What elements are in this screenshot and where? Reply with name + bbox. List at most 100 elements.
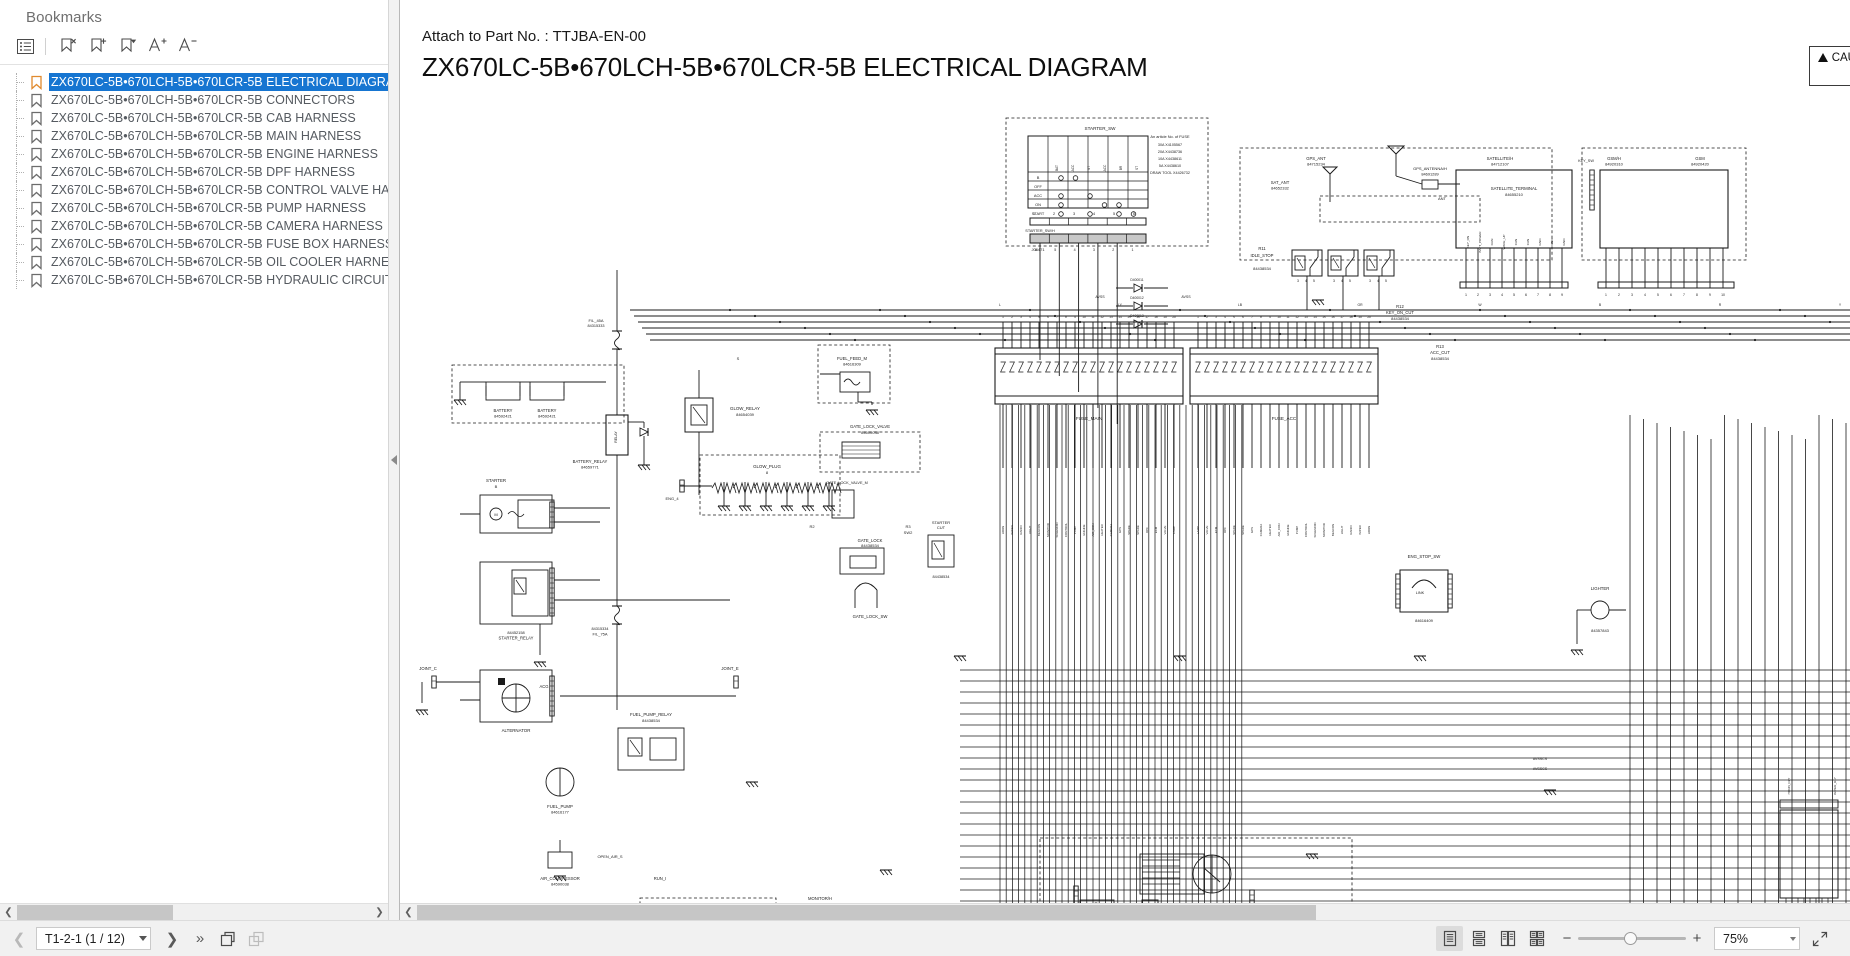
bookmark-item-label: ZX670LC-5B•670LCH-5B•670LCR-5B DPF HARNE… <box>51 165 356 179</box>
svg-text:START: START <box>1032 211 1045 216</box>
bookmark-item[interactable]: ZX670LC-5B•670LCH-5B•670LCR-5B CONTROL V… <box>0 181 388 199</box>
svg-text:HORN: HORN <box>1367 526 1371 535</box>
previous-page-button[interactable]: ❮ <box>12 930 26 948</box>
svg-text:WIPER_RLY: WIPER_RLY <box>1833 777 1837 795</box>
svg-text:84920420: 84920420 <box>1691 162 1710 167</box>
zoom-slider-knob[interactable] <box>1624 932 1637 945</box>
svg-text:84452158: 84452158 <box>507 630 524 635</box>
tile-window-icon[interactable] <box>243 926 269 952</box>
svg-text:DRAW TOOL X4426732: DRAW TOOL X4426732 <box>1150 171 1190 175</box>
tree-connector <box>12 199 28 217</box>
two-page-view-button[interactable] <box>1494 926 1521 951</box>
svg-text:WIPER: WIPER <box>1010 525 1014 534</box>
single-page-view-button[interactable] <box>1436 926 1463 951</box>
bookmark-item[interactable]: ZX670LC-5B•670LCH-5B•670LCR-5B DPF HARNE… <box>0 163 388 181</box>
zoom-slider[interactable] <box>1578 932 1686 945</box>
bookmarks-list[interactable]: ZX670LC-5B•670LCH-5B•670LCR-5B ELECTRICA… <box>0 65 388 903</box>
svg-text:10: 10 <box>1082 315 1086 319</box>
svg-text:GLOW_PLUG: GLOW_PLUG <box>753 464 781 469</box>
svg-text:84715234: 84715234 <box>1307 162 1326 167</box>
svg-text:1: 1 <box>1605 293 1607 297</box>
svg-text:ENG_STOP_SW: ENG_STOP_SW <box>1408 554 1442 559</box>
zoom-in-button[interactable]: + <box>1692 930 1702 947</box>
tree-connector <box>12 163 28 181</box>
bookmark-add-icon[interactable] <box>83 33 113 59</box>
svg-text:GR: GR <box>1357 303 1363 307</box>
svg-text:84655210: 84655210 <box>1505 192 1524 197</box>
page-selector-dropdown[interactable]: T1-2-1 (1 / 12) <box>36 927 151 950</box>
panel-collapse-handle[interactable] <box>389 0 400 920</box>
options-icon[interactable] <box>10 33 40 59</box>
svg-text:84600038: 84600038 <box>861 430 880 435</box>
svg-text:GATE_LOCK_VALVE: GATE_LOCK_VALVE <box>850 424 890 429</box>
font-increase-icon[interactable] <box>143 33 173 59</box>
bookmark-item[interactable]: ZX670LC-5B•670LCH-5B•670LCR-5B CAB HARNE… <box>0 109 388 127</box>
doc-scroll-thumb[interactable] <box>417 905 1316 920</box>
doc-scroll-left-icon[interactable]: ❮ <box>404 906 413 918</box>
svg-text:R: R <box>1719 303 1722 307</box>
bookmark-item[interactable]: ZX670LC-5B•670LCH-5B•670LCR-5B MAIN HARN… <box>0 127 388 145</box>
zoom-level-dropdown[interactable]: 75% <box>1714 927 1800 950</box>
svg-text:CONTROL: CONTROL <box>1064 523 1068 538</box>
tree-connector <box>12 181 28 199</box>
svg-text:ST: ST <box>1087 166 1091 170</box>
svg-text:3: 3 <box>1489 293 1491 297</box>
svg-text:FUEL_PUMP: FUEL_PUMP <box>547 804 573 809</box>
svg-text:ECM: ECM <box>1154 526 1158 533</box>
svg-text:13: 13 <box>1109 315 1113 319</box>
bookmark-item[interactable]: ZX670LC-5B•670LCH-5B•670LCR-5B HYDRAULIC… <box>0 271 388 289</box>
svg-text:D400012: D400012 <box>1130 296 1144 300</box>
svg-text:R2: R2 <box>809 524 815 529</box>
svg-text:PUMP: PUMP <box>1073 526 1077 534</box>
svg-text:7: 7 <box>1056 315 1058 319</box>
svg-text:15: 15 <box>1127 315 1131 319</box>
svg-text:84438534: 84438534 <box>861 543 880 548</box>
bookmark-item[interactable]: ZX670LC-5B•670LCH-5B•670LCR-5B ELECTRICA… <box>0 73 388 91</box>
continuous-page-view-button[interactable] <box>1465 926 1492 951</box>
scroll-right-icon[interactable]: ❯ <box>375 906 384 918</box>
zoom-slider-group: − + <box>1560 930 1704 947</box>
bookmark-item[interactable]: ZX670LC-5B•670LCH-5B•670LCR-5B ENGINE HA… <box>0 145 388 163</box>
svg-text:D400013: D400013 <box>1130 314 1144 318</box>
document-canvas[interactable]: Attach to Part No. : TTJBA-EN-00 ZX670LC… <box>400 0 1850 903</box>
bookmark-delete-icon[interactable] <box>53 33 83 59</box>
bookmark-icon <box>28 236 44 252</box>
bookmark-item[interactable]: ZX670LC-5B•670LCH-5B•670LCR-5B CONNECTOR… <box>0 91 388 109</box>
fit-page-icon[interactable] <box>1808 927 1832 951</box>
svg-text:4: 4 <box>1501 293 1503 297</box>
scroll-track[interactable] <box>17 904 371 921</box>
svg-text:11: 11 <box>1091 315 1094 319</box>
svg-text:ALTERNATOR: ALTERNATOR <box>502 728 531 733</box>
scroll-thumb[interactable] <box>17 904 173 920</box>
svg-text:GPS: GPS <box>1250 527 1254 533</box>
svg-text:8: 8 <box>1260 315 1262 319</box>
svg-text:LY: LY <box>1118 303 1123 307</box>
svg-text:3: 3 <box>1073 212 1075 216</box>
next-page-button[interactable]: ❯ <box>165 930 179 948</box>
svg-text:KEY_ON: KEY_ON <box>1466 236 1470 249</box>
svg-text:KEY_ON_CUT: KEY_ON_CUT <box>1386 310 1414 315</box>
svg-text:B: B <box>1599 303 1602 307</box>
bookmark-item[interactable]: ZX670LC-5B•670LCH-5B•670LCR-5B FUSE BOX … <box>0 235 388 253</box>
zoom-out-button[interactable]: − <box>1562 930 1572 947</box>
svg-text:CAN: CAN <box>1514 239 1518 246</box>
bookmark-expand-icon[interactable] <box>113 33 143 59</box>
bookmark-item[interactable]: ZX670LC-5B•670LCH-5B•670LCR-5B OIL COOLE… <box>0 253 388 271</box>
svg-text:3: 3 <box>1093 248 1095 252</box>
svg-text:RUN_I: RUN_I <box>654 876 667 881</box>
bookmark-item[interactable]: ZX670LC-5B•670LCH-5B•670LCR-5B PUMP HARN… <box>0 199 388 217</box>
bookmark-item[interactable]: ZX670LC-5B•670LCH-5B•670LCR-5B CAMERA HA… <box>0 217 388 235</box>
svg-text:SPARE: SPARE <box>1241 525 1245 535</box>
new-window-icon[interactable] <box>215 926 241 952</box>
bookmarks-horizontal-scrollbar[interactable]: ❮ ❯ <box>0 903 388 920</box>
scroll-left-icon[interactable]: ❮ <box>4 906 13 918</box>
bookmark-item-label: ZX670LC-5B•670LCH-5B•670LCR-5B CAB HARNE… <box>51 111 356 125</box>
last-page-button[interactable]: » <box>195 930 205 947</box>
svg-text:84654039: 84654039 <box>736 412 755 417</box>
svg-text:FUEL_FEED_M: FUEL_FEED_M <box>837 356 868 361</box>
svg-text:F/L_45A: F/L_45A <box>588 318 603 323</box>
document-horizontal-scrollbar[interactable]: ❮ <box>400 903 1850 920</box>
two-page-continuous-view-button[interactable] <box>1523 926 1550 951</box>
warning-triangle-icon <box>1817 53 1828 62</box>
font-decrease-icon[interactable] <box>173 33 203 59</box>
